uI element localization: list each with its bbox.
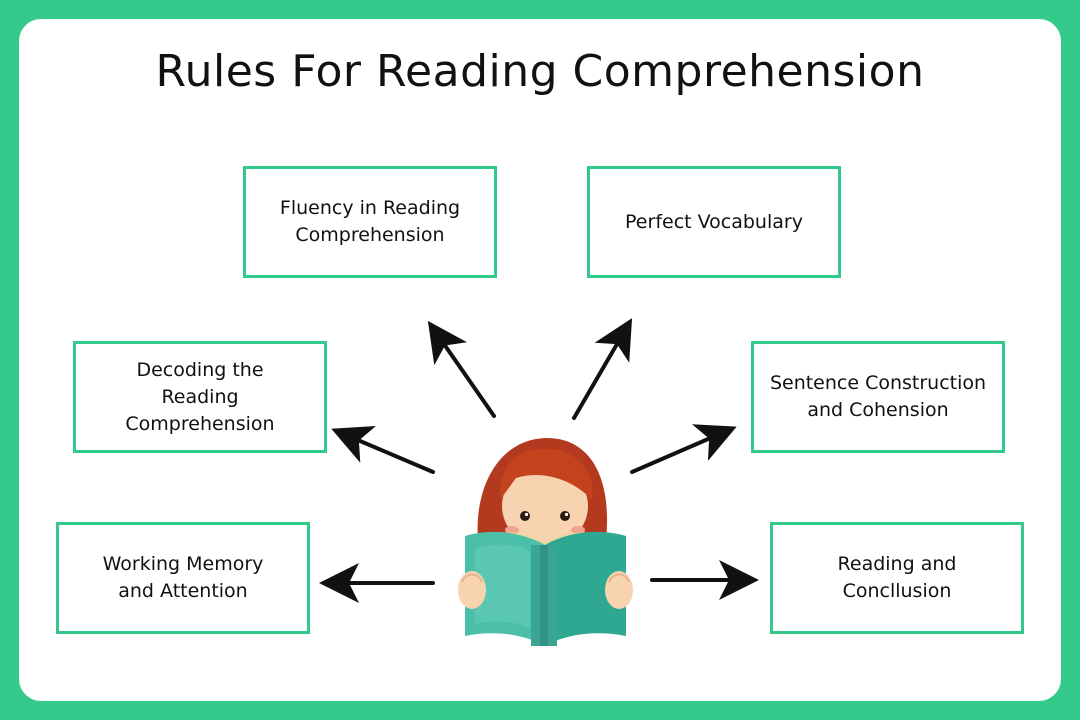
box-sentence-label: Sentence Construction and Cohension (769, 372, 987, 421)
box-fluency: Fluency in Reading Comprehension (243, 166, 497, 278)
box-vocabulary-label: Perfect Vocabulary (625, 210, 803, 233)
arrow-to-vocabulary (572, 318, 633, 420)
girl-reading-book-icon (458, 437, 633, 646)
box-sentence: Sentence Construction and Cohension (751, 341, 1005, 453)
page-title: Rules For Reading Comprehension (155, 46, 925, 97)
box-memory-label: Working Memory and Attention (102, 553, 264, 602)
box-vocabulary: Perfect Vocabulary (587, 166, 841, 278)
arrow-to-sentence (630, 424, 737, 474)
arrow-to-decoding (331, 425, 435, 474)
box-memory: Working Memory and Attention (56, 522, 310, 634)
box-decoding-label: Decoding the Reading Comprehension (125, 358, 275, 435)
box-fluency-label: Fluency in Reading Comprehension (279, 197, 461, 246)
box-decoding: Decoding the Reading Comprehension (73, 341, 327, 453)
arrow-to-fluency (427, 320, 496, 418)
box-conclusion: Reading and Concllusion (770, 522, 1024, 634)
box-conclusion-label: Reading and Concllusion (837, 553, 957, 602)
